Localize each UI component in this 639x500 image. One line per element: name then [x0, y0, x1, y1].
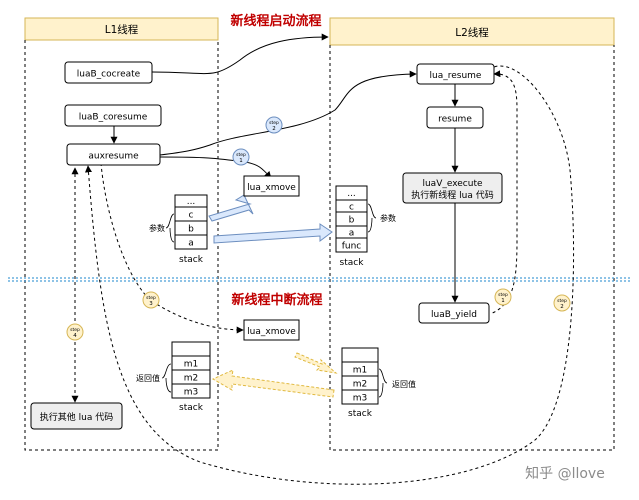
- node-lua-resume-label: lua_resume: [430, 71, 482, 81]
- node-resume-label: resume: [438, 115, 472, 125]
- step-badge-blue-2: step 2: [265, 116, 283, 134]
- watermark: 知乎 @llove: [525, 465, 605, 482]
- lane-l2: L2线程: [329, 17, 615, 451]
- stack-side-label: 参数: [149, 223, 165, 233]
- svg-text:2: 2: [272, 126, 276, 132]
- arrow-args-blue-horiz: [213, 223, 333, 244]
- stack-cell: a: [349, 229, 355, 239]
- node-lua-resume: lua_resume: [416, 63, 495, 85]
- node-lua-xmove-top: lua_xmove: [243, 175, 300, 197]
- stack-cell: ...: [187, 197, 196, 207]
- stack-l1-ret: m1 m2 m3 stack 返回值: [136, 341, 211, 413]
- connectors: [71, 33, 575, 485]
- stack-side-label: 参数: [380, 213, 396, 223]
- node-lua-xmove-mid-label: lua_xmove: [247, 327, 296, 337]
- step-badge-yellow-y1: step 1: [494, 288, 512, 306]
- node-luaV-execute-line2: 执行新线程 lua 代码: [411, 189, 493, 201]
- node-auxresume: auxresume: [66, 143, 161, 166]
- node-run-other: 执行其他 lua 代码: [30, 402, 123, 430]
- arrow-ret-yellow-horiz: [211, 369, 335, 398]
- svg-text:step: step: [498, 292, 508, 298]
- arrow-args-blue-diag: [208, 194, 254, 222]
- stack-cell: func: [342, 242, 362, 252]
- stack-cell: c: [349, 203, 354, 213]
- stack-caption: stack: [179, 255, 204, 265]
- svg-text:3: 3: [149, 301, 153, 307]
- node-luaB-yield: luaB_yield: [418, 302, 490, 324]
- stack-caption: stack: [340, 258, 365, 268]
- node-luaB-yield-label: luaB_yield: [431, 310, 477, 320]
- lane-l1-title: L1线程: [105, 23, 139, 36]
- node-luaB-coresume: luaB_coresume: [64, 104, 162, 127]
- stack-cell: m3: [184, 388, 199, 398]
- node-lua-xmove-top-label: lua_xmove: [247, 183, 296, 193]
- node-lua-xmove-mid: lua_xmove: [243, 319, 300, 341]
- svg-text:4: 4: [73, 333, 77, 339]
- stack-caption: stack: [348, 409, 373, 419]
- stack-cell: m1: [184, 360, 199, 370]
- phase-divider: [8, 277, 632, 282]
- stack-l2-ret: m1 m2 m3 stack 返回值: [341, 347, 416, 419]
- stack-cell: c: [189, 211, 194, 221]
- step-badge-yellow-y2: step 2: [553, 294, 571, 312]
- stack-side-label: 返回值: [392, 379, 416, 389]
- stack-cell: m2: [353, 380, 368, 390]
- stack-cell: a: [188, 239, 194, 249]
- stack-cell: m3: [353, 394, 368, 404]
- stack-caption: stack: [179, 403, 204, 413]
- stack-cell: m2: [184, 374, 199, 384]
- svg-text:step: step: [269, 120, 279, 126]
- stack-l2-args: ... c b a func stack 参数: [335, 185, 396, 268]
- step-badge-yellow-3: step 3: [142, 291, 160, 309]
- stack-cell: m1: [353, 366, 368, 376]
- stack-cell: ...: [347, 189, 356, 199]
- node-luaV-execute-line1: luaV_execute: [422, 179, 483, 189]
- heading-start-flow: 新线程启动流程: [230, 13, 321, 29]
- svg-text:1: 1: [239, 158, 243, 164]
- stack-side-label: 返回值: [136, 373, 160, 383]
- node-run-other-label: 执行其他 lua 代码: [40, 411, 113, 423]
- node-luaB-cocreate: luaB_cocreate: [64, 61, 153, 84]
- arrow-ret-yellow-diag: [294, 352, 338, 374]
- stack-cell: b: [188, 225, 194, 235]
- node-resume: resume: [426, 106, 484, 129]
- svg-text:1: 1: [501, 298, 505, 304]
- step-badge-yellow-4: step 4: [66, 323, 84, 341]
- node-luaV-execute: luaV_execute 执行新线程 lua 代码: [402, 172, 503, 204]
- node-luaB-cocreate-label: luaB_cocreate: [77, 70, 141, 80]
- heading-interrupt-flow: 新线程中断流程: [231, 292, 322, 308]
- svg-text:2: 2: [560, 304, 564, 310]
- node-auxresume-label: auxresume: [88, 152, 139, 162]
- node-luaB-coresume-label: luaB_coresume: [79, 113, 148, 123]
- svg-text:step: step: [557, 298, 567, 304]
- step-badge-blue-1: step 1: [232, 148, 250, 166]
- svg-text:step: step: [236, 152, 246, 158]
- stack-l1-args: ... c b a stack 参数: [149, 194, 208, 265]
- lane-l1: L1线程: [24, 17, 219, 451]
- svg-text:step: step: [70, 327, 80, 333]
- svg-text:step: step: [146, 295, 156, 301]
- stack-cell: b: [349, 216, 355, 226]
- lane-l2-title: L2线程: [455, 26, 489, 39]
